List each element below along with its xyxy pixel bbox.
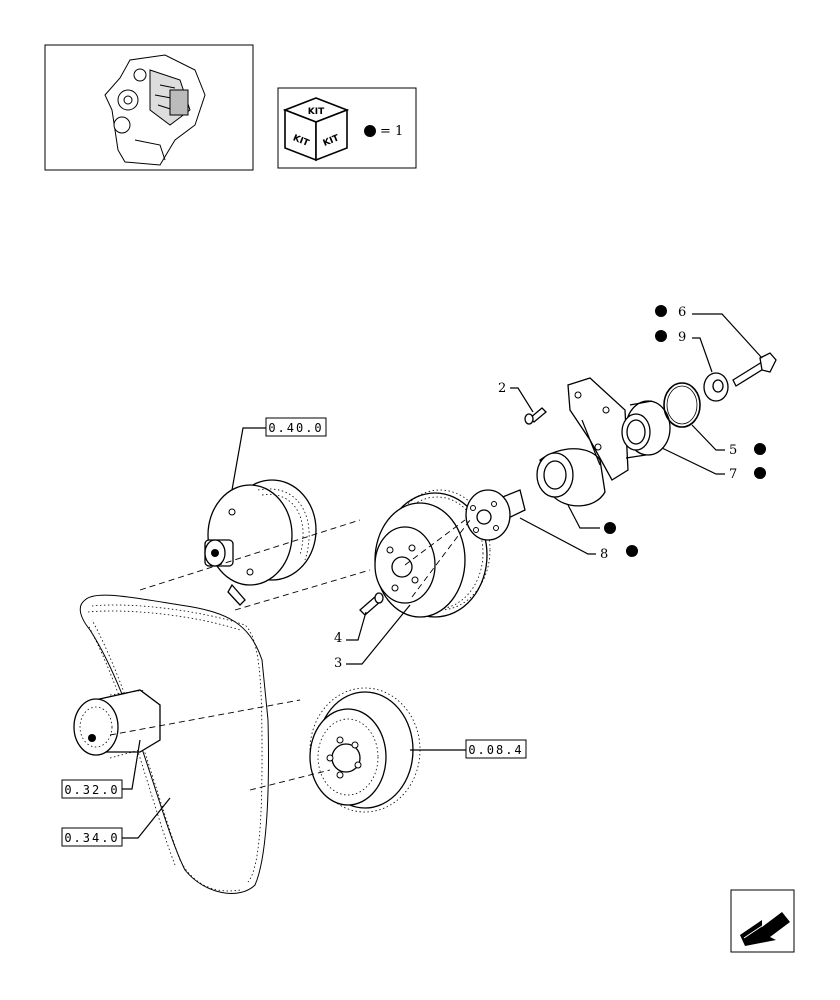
kit-box-icon [282, 97, 350, 162]
drive-belt [79, 594, 269, 894]
washer[interactable] [703, 372, 729, 402]
svg-text:9: 9 [678, 330, 686, 345]
callout-8: 8 [519, 517, 638, 562]
ref-damper-label: 0.08.4 [468, 743, 523, 757]
callout-7: 7 [661, 447, 766, 482]
screw-2[interactable] [524, 407, 547, 425]
ref-box-alternator[interactable]: 0.40.0 [231, 417, 327, 491]
alternator[interactable] [204, 479, 317, 606]
kit-top-label: KIT [308, 107, 325, 117]
ref-idler-label: 0.32.0 [64, 783, 119, 797]
ref-alternator-label: 0.40.0 [268, 421, 323, 435]
bolt-6[interactable] [732, 352, 777, 387]
kit-bullet-icon [604, 522, 616, 534]
svg-text:5: 5 [729, 443, 737, 458]
kit-bullet-icon [655, 305, 667, 317]
back-arrow-icon [740, 912, 790, 946]
ref-box-idler[interactable]: 0.32.0 [61, 739, 141, 799]
svg-text:7: 7 [729, 467, 737, 482]
idler-pulley[interactable] [73, 689, 161, 759]
ref-belt-label: 0.34.0 [64, 831, 119, 845]
kit-equals-text: = 1 [380, 124, 403, 139]
kit-bullet-icon [626, 545, 638, 557]
kit-bullet-icon [754, 443, 766, 455]
kit-bullet-icon [364, 125, 376, 137]
ref-box-belt[interactable]: 0.34.0 [61, 797, 171, 847]
ref-box-damper[interactable]: 0.08.4 [410, 739, 527, 759]
screw-4[interactable] [359, 592, 384, 616]
callout-1-housing [567, 504, 616, 534]
center-lines [109, 519, 471, 791]
pump-hub[interactable] [465, 489, 526, 541]
svg-text:4: 4 [334, 631, 342, 646]
engine-thumbnail[interactable] [44, 44, 254, 171]
back-arrow-button[interactable] [730, 889, 795, 953]
svg-text:8: 8 [600, 547, 608, 562]
bearing[interactable] [621, 400, 671, 459]
callout-2: 2 [498, 381, 534, 413]
pump-housing[interactable] [536, 377, 629, 507]
snap-ring[interactable] [663, 382, 701, 428]
callout-4: 4 [334, 611, 367, 646]
callout-3: 3 [334, 604, 411, 671]
kit-bullet-icon [655, 330, 667, 342]
svg-text:2: 2 [498, 381, 506, 396]
kit-legend: KIT KIT KIT = 1 [277, 87, 417, 169]
crankshaft-damper[interactable] [309, 687, 421, 813]
kit-bullet-icon [754, 467, 766, 479]
callout-9: 9 [655, 330, 713, 373]
svg-text:3: 3 [334, 656, 342, 671]
svg-text:6: 6 [678, 305, 686, 320]
callout-6: 6 [655, 305, 763, 359]
callout-5: 5 [691, 424, 766, 458]
